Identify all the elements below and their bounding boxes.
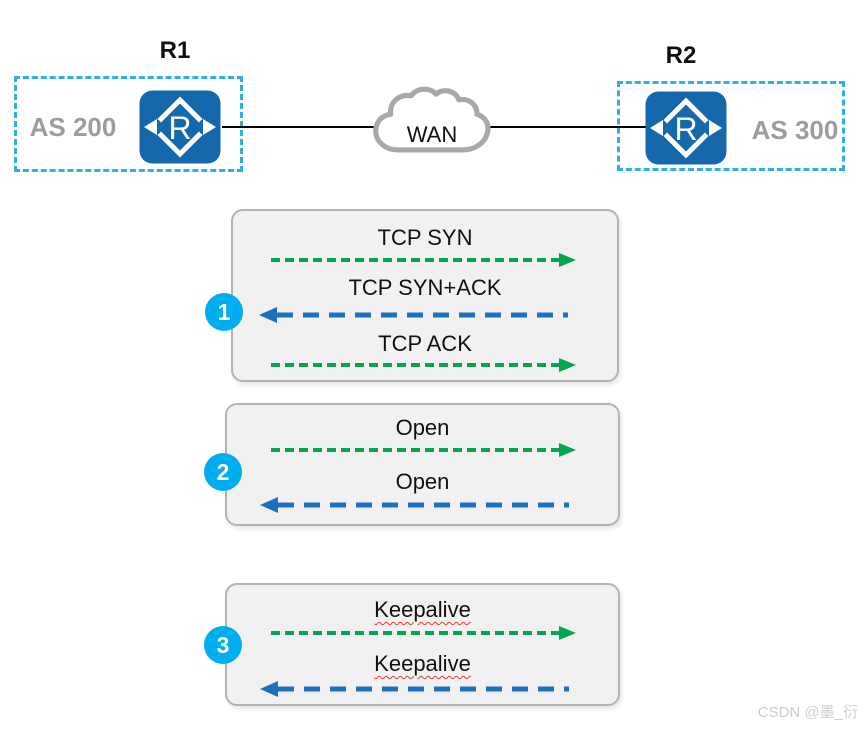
- step-1-badge: 1: [205, 293, 243, 331]
- watermark: CSDN @墨_衍: [757, 704, 858, 721]
- as200-label: AS 200: [29, 112, 117, 142]
- as300-label: AS 300: [751, 115, 839, 145]
- message-label: TCP SYN: [377, 225, 473, 250]
- arrow-right-icon: [271, 626, 576, 640]
- arrow-right-icon: [271, 253, 576, 267]
- wan-cloud-icon: WAN: [369, 84, 495, 158]
- step-3-badge: 3: [204, 626, 242, 664]
- arrow-left-icon: [260, 497, 569, 513]
- message-label: TCP SYN+ACK: [348, 275, 502, 300]
- cloud-shape: [373, 86, 491, 153]
- router-r1-label: R1: [159, 37, 191, 64]
- arrow-right-icon: [271, 358, 576, 372]
- message-label: Keepalive: [374, 651, 471, 676]
- router-icon: R: [139, 90, 221, 164]
- router-icon-r1: R: [139, 90, 221, 164]
- panel-step-1-tcp-handshake: TCP SYN TCP SYN+ACK TCP ACK: [231, 209, 619, 382]
- step-2-badge: 2: [204, 453, 242, 491]
- panel-step-2-open: Open Open: [225, 403, 620, 526]
- router-letter: R: [674, 111, 697, 147]
- arrow-right-icon: [271, 443, 576, 457]
- arrow-left-icon: [260, 681, 569, 697]
- wan-label: WAN: [406, 122, 458, 147]
- router-icon: R: [645, 91, 727, 165]
- router-icon-r2: R: [645, 91, 727, 165]
- link-r1-to-wan: [222, 126, 380, 128]
- router-r2-label: R2: [665, 42, 697, 69]
- message-label: Open: [395, 469, 450, 494]
- message-label: Open: [395, 415, 450, 440]
- as200-zone-box: [14, 76, 243, 172]
- arrow-left-icon: [259, 307, 568, 323]
- panel-step-3-keepalive: Keepalive Keepalive: [225, 583, 620, 706]
- message-label: Keepalive: [374, 597, 471, 622]
- router-letter: R: [168, 110, 191, 146]
- link-wan-to-r2: [487, 126, 646, 128]
- message-label: TCP ACK: [378, 331, 472, 356]
